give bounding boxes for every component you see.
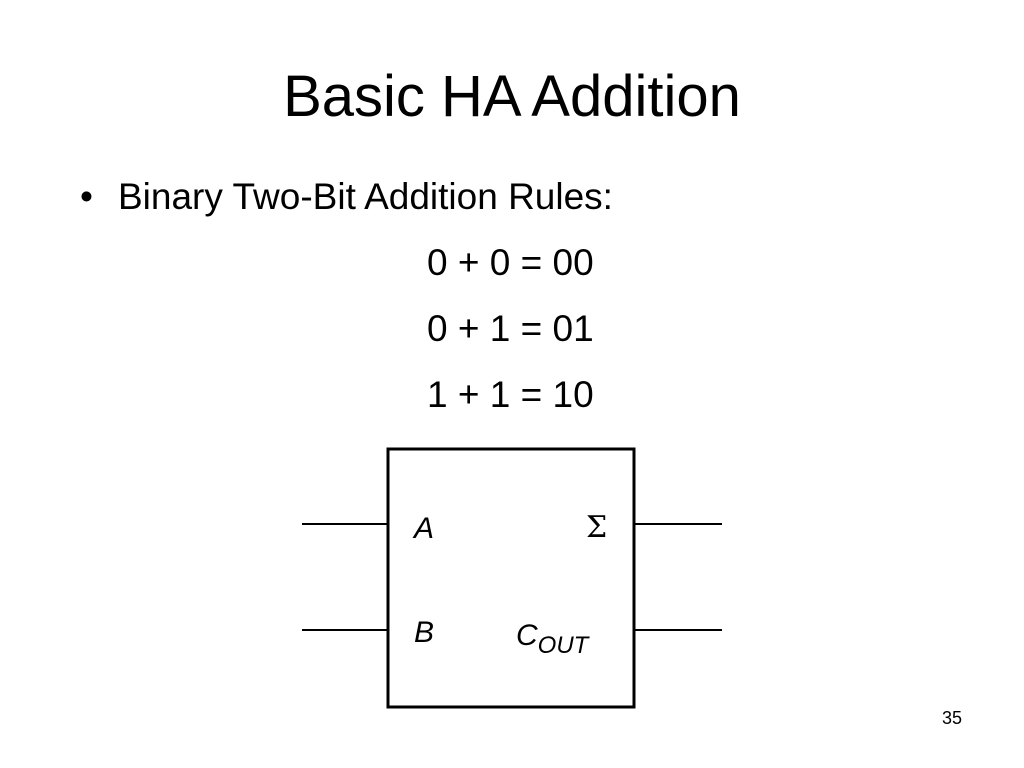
half-adder-svg: A B Σ COUT (302, 447, 722, 709)
page-number: 35 (941, 708, 962, 728)
input-a-label: A (412, 512, 434, 545)
bullet-item: • Binary Two-Bit Addition Rules: (80, 172, 613, 222)
addition-rule-1-plus-1: 1 + 1 = 10 (427, 374, 594, 415)
slide-title: Basic HA Addition (283, 64, 741, 129)
sum-output-label: Σ (586, 510, 607, 545)
addition-rule-0-plus-0: 0 + 0 = 00 (427, 242, 594, 283)
input-b-label: B (414, 616, 434, 649)
carry-output-subscript: OUT (538, 632, 591, 659)
carry-output-main: C (516, 619, 538, 652)
half-adder-box (386, 447, 636, 709)
bullet-marker: • (80, 176, 93, 217)
bullet-text: Binary Two-Bit Addition Rules: (118, 176, 613, 217)
half-adder-diagram: A B Σ COUT (290, 440, 740, 720)
addition-rule-0-plus-1: 0 + 1 = 01 (427, 308, 594, 349)
carry-output-label: COUT (516, 619, 591, 659)
